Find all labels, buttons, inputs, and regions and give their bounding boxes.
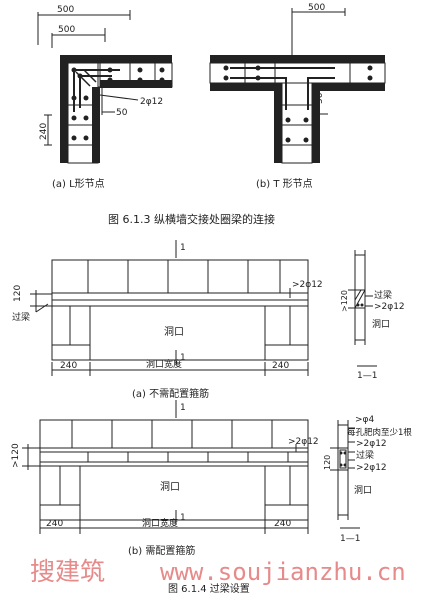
dim-120-a: 120	[13, 285, 23, 302]
l-node-diagram	[37, 10, 173, 164]
dim-50-t: 50	[315, 92, 325, 104]
dim-500-top: 500	[57, 5, 74, 15]
side-lintel-b: 过梁	[356, 449, 374, 461]
section-1-1-b	[330, 420, 360, 529]
figure-6-1-4-title: 图 6.1.4 过梁设置	[168, 582, 250, 595]
opening-width-b: 洞口宽度	[142, 517, 178, 529]
rebar-label-l: 2φ12	[140, 97, 163, 107]
side-lintel-a: 过梁	[374, 289, 392, 301]
dim-240-right-a: 240	[272, 361, 289, 371]
dim-500-t: 500	[308, 3, 325, 13]
side-stirrup-b: >φ4	[355, 415, 374, 425]
section-label-a: 1—1	[357, 371, 377, 381]
side-rebar-bottom-b: >2φ12	[356, 463, 387, 473]
rebar-label-a: >2φ12	[292, 280, 323, 290]
side-rebar-top-b: >2φ12	[356, 439, 387, 449]
dim-500-second: 500	[58, 25, 75, 35]
side-opening-a: 洞口	[372, 319, 390, 330]
section-mark-b-top: 1	[180, 403, 186, 413]
lintel-elevation-b	[22, 400, 309, 534]
section-mark-b-bottom: 1	[180, 513, 186, 523]
lintel-label-a: 过梁	[12, 311, 30, 323]
side-rebar-a: >2φ12	[374, 302, 405, 312]
side-note-b: 每孔肥肉至少1根	[347, 427, 412, 438]
figure-6-1-3-title: 图 6.1.3 纵横墙交接处圈梁的连接	[108, 212, 275, 226]
rebar-label-b: >2φ12	[288, 437, 319, 447]
section-label-b: 1—1	[340, 534, 360, 544]
dim-50-l: 50	[116, 108, 128, 118]
dim-240-right-b: 240	[274, 519, 291, 529]
opening-width-a: 洞口宽度	[146, 358, 182, 370]
dim-240-l: 240	[39, 123, 49, 140]
caption-t-node: (b) T 形节点	[256, 178, 313, 190]
t-node-diagram	[209, 8, 386, 164]
caption-614b: (b) 需配置箍筋	[128, 544, 195, 557]
dim-240-left-b: 240	[46, 519, 63, 529]
opening-label-a: 洞口	[164, 326, 184, 338]
side-dim-120-a: >120	[340, 290, 349, 312]
caption-614a: (a) 不需配置箍筋	[132, 387, 209, 400]
dim-240-left-a: 240	[60, 361, 77, 371]
watermark-cn: 搜建筑	[30, 557, 105, 586]
watermark-url: www.soujianzhu.cn	[160, 558, 406, 586]
lintel-elevation-a	[30, 240, 309, 376]
dim-120-b: >120	[11, 443, 21, 468]
section-mark-a-top: 1	[180, 243, 186, 253]
opening-label-b: 洞口	[160, 481, 180, 493]
side-dim-120-b: 120	[323, 455, 332, 470]
caption-l-node: (a) L形节点	[52, 178, 105, 190]
section-mark-a-bottom: 1	[180, 353, 186, 363]
side-opening-b: 洞口	[354, 485, 372, 496]
section-1-1-a	[348, 250, 377, 367]
